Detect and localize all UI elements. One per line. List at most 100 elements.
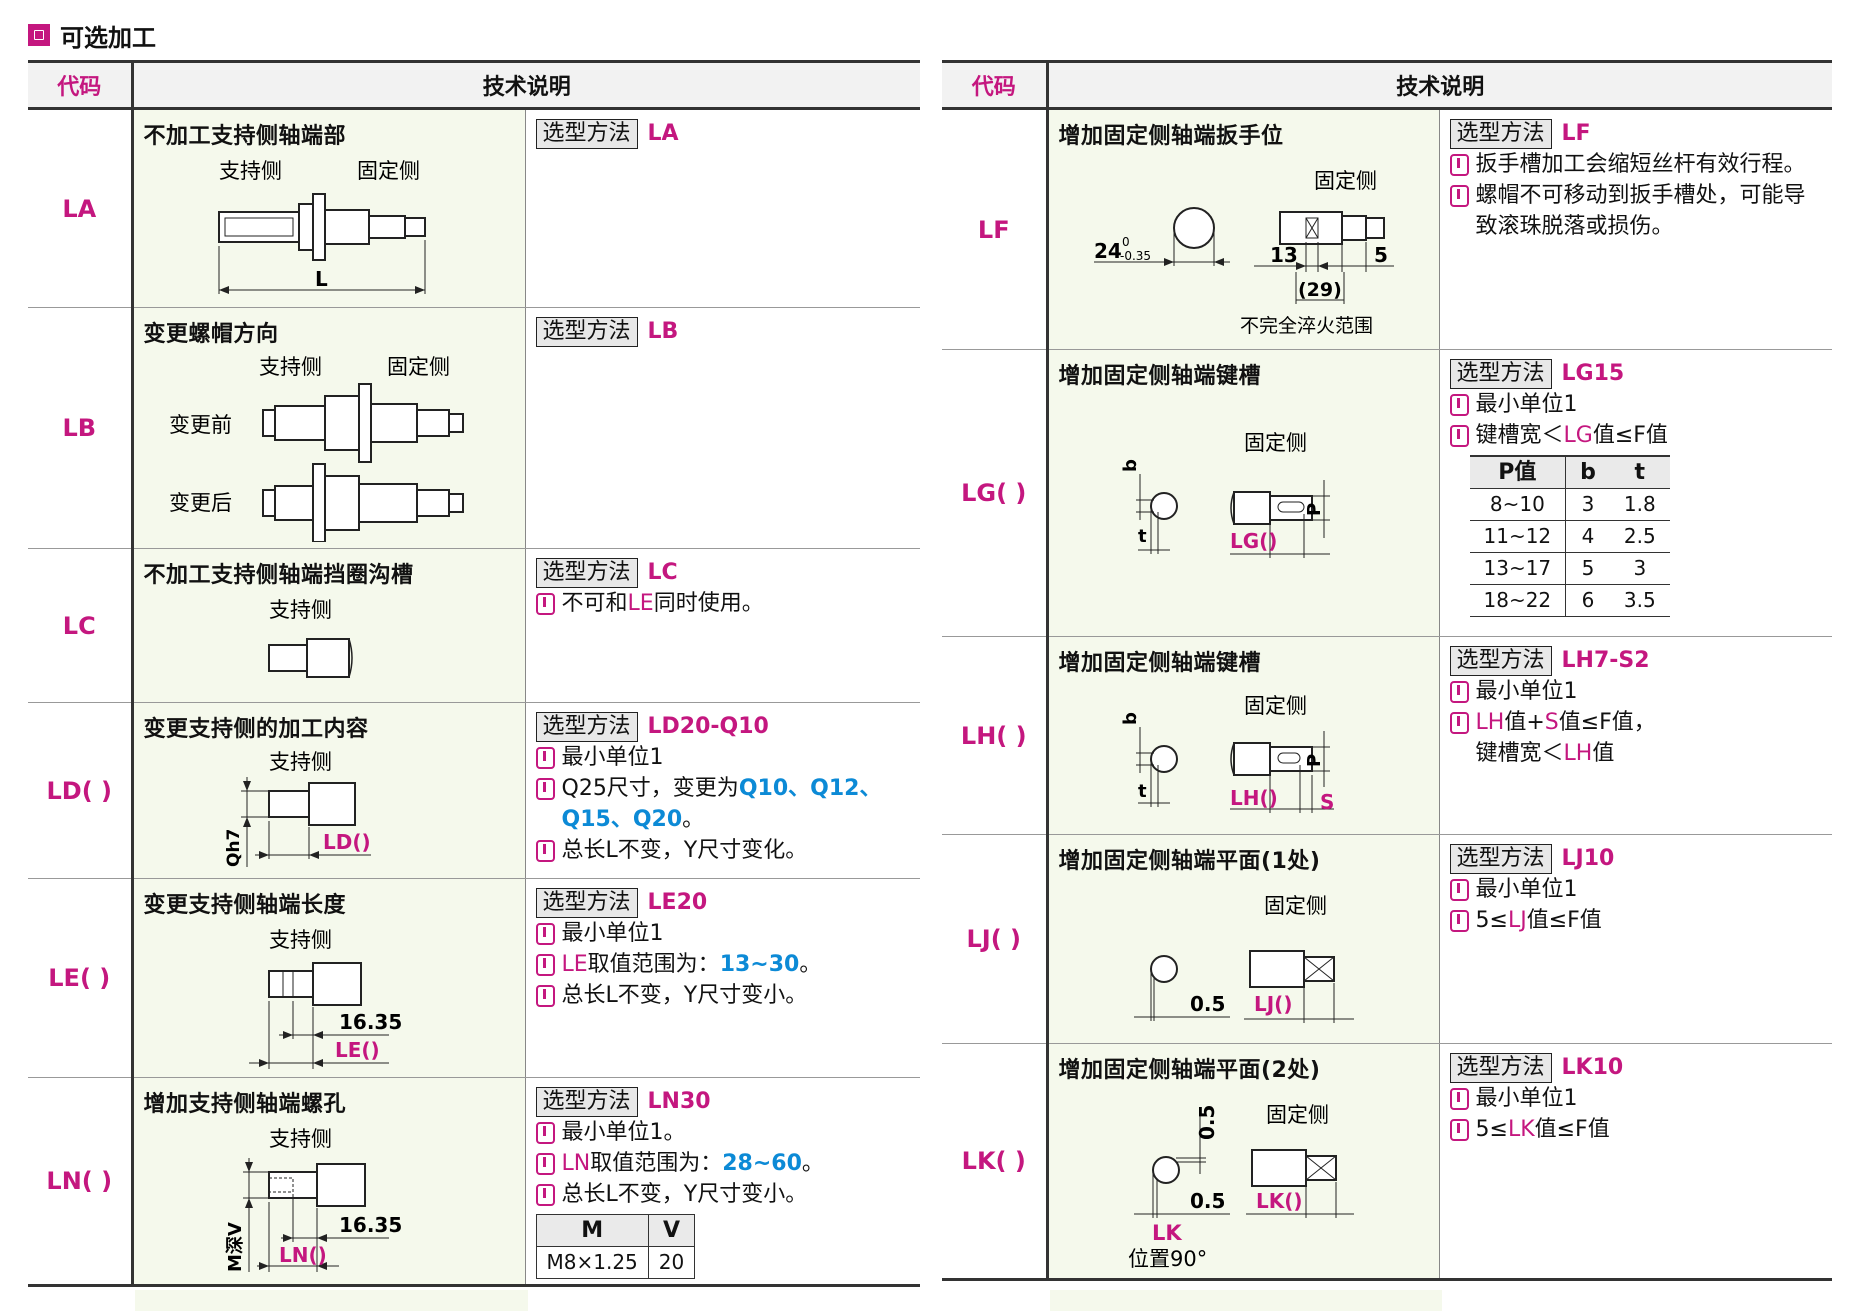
row-title: 增加固定侧轴端键槽 [1058, 364, 1262, 389]
double-flat-diagram: 固定侧 0.5 0.5 LK() LK 位置90° [1128, 1103, 1354, 1271]
note: 最小单位1。 [535, 1117, 911, 1148]
tol-bot: -0.35 [1120, 249, 1151, 263]
row-title: 变更支持侧的加工内容 [143, 717, 369, 742]
label-fixed: 固定侧 [1264, 894, 1327, 918]
row-title: 增加固定侧轴端键槽 [1058, 651, 1262, 676]
row-code: LG( ) [942, 349, 1049, 637]
select-code: LA [647, 121, 679, 146]
label-fixed: 固定侧 [357, 159, 420, 183]
row-code: LB [28, 307, 134, 549]
label-fixed: 固定侧 [387, 355, 450, 379]
dim-b: b [1120, 712, 1141, 725]
dim-lh: LH() [1230, 786, 1278, 810]
row-title: 增加支持侧轴端螺孔 [143, 1092, 347, 1117]
row-title: 不加工支持侧轴端部 [143, 124, 347, 149]
info-icon [535, 954, 555, 976]
info-icon [1449, 394, 1469, 416]
label-fixed: 固定侧 [1244, 694, 1307, 718]
label-fixed: 固定侧 [1266, 1103, 1329, 1127]
dim-ln: LN() [279, 1243, 327, 1267]
dim-t: t [1138, 781, 1147, 802]
label-position: 位置90° [1128, 1247, 1207, 1271]
info-icon [535, 923, 555, 945]
note: 最小单位1 [1449, 676, 1823, 707]
info-icon [535, 593, 555, 615]
table-row: LN( ) 增加支持侧轴端螺孔 支持侧 M深V 16.35 [28, 1077, 921, 1287]
row-code: LC [28, 548, 134, 703]
dim-s: S [1320, 790, 1334, 814]
label-before: 变更前 [169, 413, 232, 437]
select-method-label: 选型方法 [1449, 645, 1552, 676]
select-method-label: 选型方法 [1449, 358, 1552, 389]
table-row: LE( ) 变更支持侧轴端长度 支持侧 16.35 LE() [28, 878, 921, 1078]
select-code: LK10 [1561, 1055, 1624, 1080]
label-fixed: 固定侧 [1314, 169, 1377, 193]
row-figure: 增加固定侧轴端平面(2处) 固定侧 0.5 0.5 LK() [1046, 1043, 1439, 1281]
select-code: LF [1561, 121, 1591, 146]
row-figure: 变更支持侧轴端长度 支持侧 16.35 LE() [131, 878, 525, 1078]
select-code: LD20-Q10 [647, 714, 769, 739]
table-row: LA 不加工支持侧轴端部 支持侧 固定侧 L 选型方法 [28, 108, 921, 308]
screw-hole-diagram: 支持侧 M深V 16.35 LN() [224, 1127, 402, 1272]
tol-top: 0 [1122, 235, 1130, 249]
info-icon [1449, 681, 1469, 703]
info-icon [1449, 910, 1469, 932]
info-icon [535, 1184, 555, 1206]
dim-p: P [1304, 754, 1325, 767]
keyway-s-diagram: 固定侧 b t P [1120, 694, 1334, 814]
table-row: LB 变更螺帽方向 支持侧 固定侧 变更前 变更后 [28, 307, 921, 549]
info-icon [535, 778, 555, 800]
dim-b: b [1120, 459, 1141, 472]
row-title: 增加固定侧轴端平面(2处) [1058, 1058, 1321, 1083]
select-method-label: 选型方法 [1449, 118, 1552, 149]
row-code: LK( ) [942, 1043, 1049, 1281]
dim-0-5: 0.5 [1190, 1189, 1225, 1213]
table-row: LK( ) 增加固定侧轴端平面(2处) 固定侧 0.5 0.5 [942, 1043, 1833, 1281]
dim-16-35: 16.35 [339, 1213, 402, 1237]
section-heading: 可选加工 [28, 18, 156, 52]
row-figure: 不加工支持侧轴端部 支持侧 固定侧 L [131, 108, 525, 308]
row-code: LH( ) [942, 636, 1049, 835]
info-icon [1449, 185, 1469, 207]
select-method-label: 选型方法 [535, 1086, 638, 1117]
right-spec-table: 代码 技术说明 LF 增加固定侧轴端扳手位 固定侧 24 0 -0.35 [942, 60, 1833, 1281]
row-code: LA [28, 108, 134, 308]
dim-p: P [1304, 503, 1325, 516]
spec-header: 技术说明 [1046, 60, 1833, 110]
row-figure: 变更螺帽方向 支持侧 固定侧 变更前 变更后 [131, 307, 525, 549]
label-support: 支持侧 [269, 750, 332, 774]
select-method-label: 选型方法 [535, 711, 638, 742]
select-method-label: 选型方法 [535, 887, 638, 918]
label-support: 支持侧 [269, 928, 332, 952]
note: 5≤LK值≤F值 [1449, 1114, 1823, 1145]
info-icon [1449, 879, 1469, 901]
dim-q: Qh7 [224, 829, 244, 867]
note: 扳手槽加工会缩短丝杆有效行程。 [1449, 149, 1823, 180]
wrench-flat-diagram: 固定侧 24 0 -0.35 [1093, 169, 1394, 337]
support-end-diagram: 支持侧 Qh7 LD() [224, 750, 371, 867]
info-icon [535, 840, 555, 862]
dim-l: L [315, 267, 328, 291]
code-header: 代码 [942, 60, 1049, 110]
dim-29: (29) [1298, 279, 1342, 301]
label-support: 支持侧 [259, 355, 322, 379]
select-code: LB [647, 319, 679, 344]
row-title: 不加工支持侧轴端挡圈沟槽 [143, 563, 414, 588]
dim-0-5-vertical: 0.5 [1195, 1105, 1219, 1140]
row-code: LD( ) [28, 702, 134, 879]
row-title: 变更螺帽方向 [143, 322, 279, 347]
note: 最小单位1 [1449, 1083, 1823, 1114]
note: LE取值范围为：13~30。 [535, 949, 911, 980]
row-figure: 不加工支持侧轴端挡圈沟槽 支持侧 [131, 548, 525, 703]
info-icon [1449, 712, 1469, 734]
dim-24: 24 [1094, 239, 1122, 263]
dim-t: t [1138, 526, 1147, 547]
